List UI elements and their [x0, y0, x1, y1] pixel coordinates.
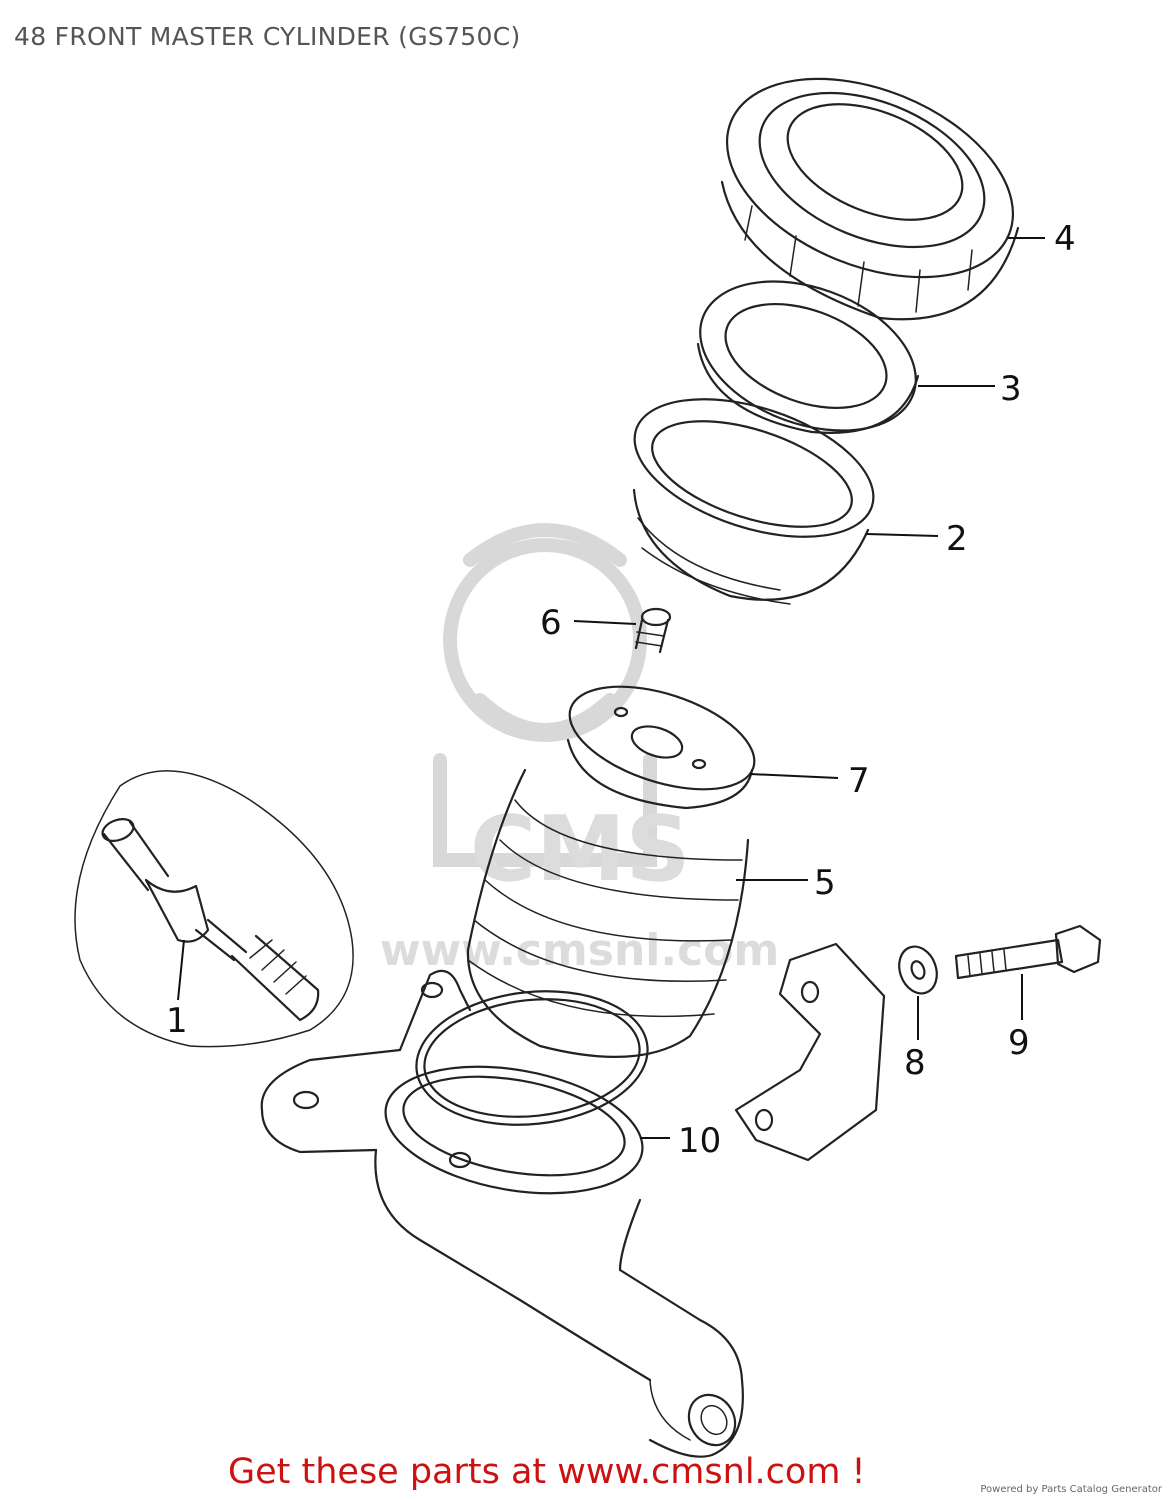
callout-5: 5	[814, 863, 836, 903]
part-oring-10	[415, 990, 649, 1126]
callout-8: 8	[904, 1043, 926, 1083]
part-switch-1	[74, 770, 354, 1048]
callout-6: 6	[540, 603, 562, 643]
svg-text:www.cmsnl.com: www.cmsnl.com	[380, 925, 779, 976]
part-plate-3	[696, 280, 920, 434]
part-master-cylinder-body	[260, 969, 744, 1458]
callout-3: 3	[1000, 369, 1022, 409]
part-diaphragm-2	[632, 398, 875, 605]
part-screw-6	[634, 607, 672, 654]
watermark-logo: CMS www.cmsnl.com	[380, 523, 779, 976]
part-washer-8	[898, 945, 938, 995]
part-bolt-9	[954, 924, 1102, 980]
leader-lines	[573, 237, 1045, 1139]
callout-10: 10	[678, 1121, 721, 1161]
part-clamp	[734, 942, 886, 1162]
get-parts-link[interactable]: Get these parts at www.cmsnl.com !	[228, 1452, 866, 1492]
callout-2: 2	[946, 519, 968, 559]
page-title: 48 FRONT MASTER CYLINDER (GS750C)	[14, 22, 521, 51]
powered-by-text: Powered by Parts Catalog Generator	[980, 1484, 1162, 1495]
svg-text:CMS: CMS	[470, 797, 690, 902]
callout-7: 7	[848, 761, 870, 801]
part-cap-4	[720, 77, 1020, 321]
callout-1: 1	[166, 1001, 188, 1041]
callout-9: 9	[1008, 1023, 1030, 1063]
part-cap-plate-7	[566, 685, 756, 810]
part-reservoir-5	[466, 768, 750, 1058]
callout-4: 4	[1054, 219, 1076, 259]
